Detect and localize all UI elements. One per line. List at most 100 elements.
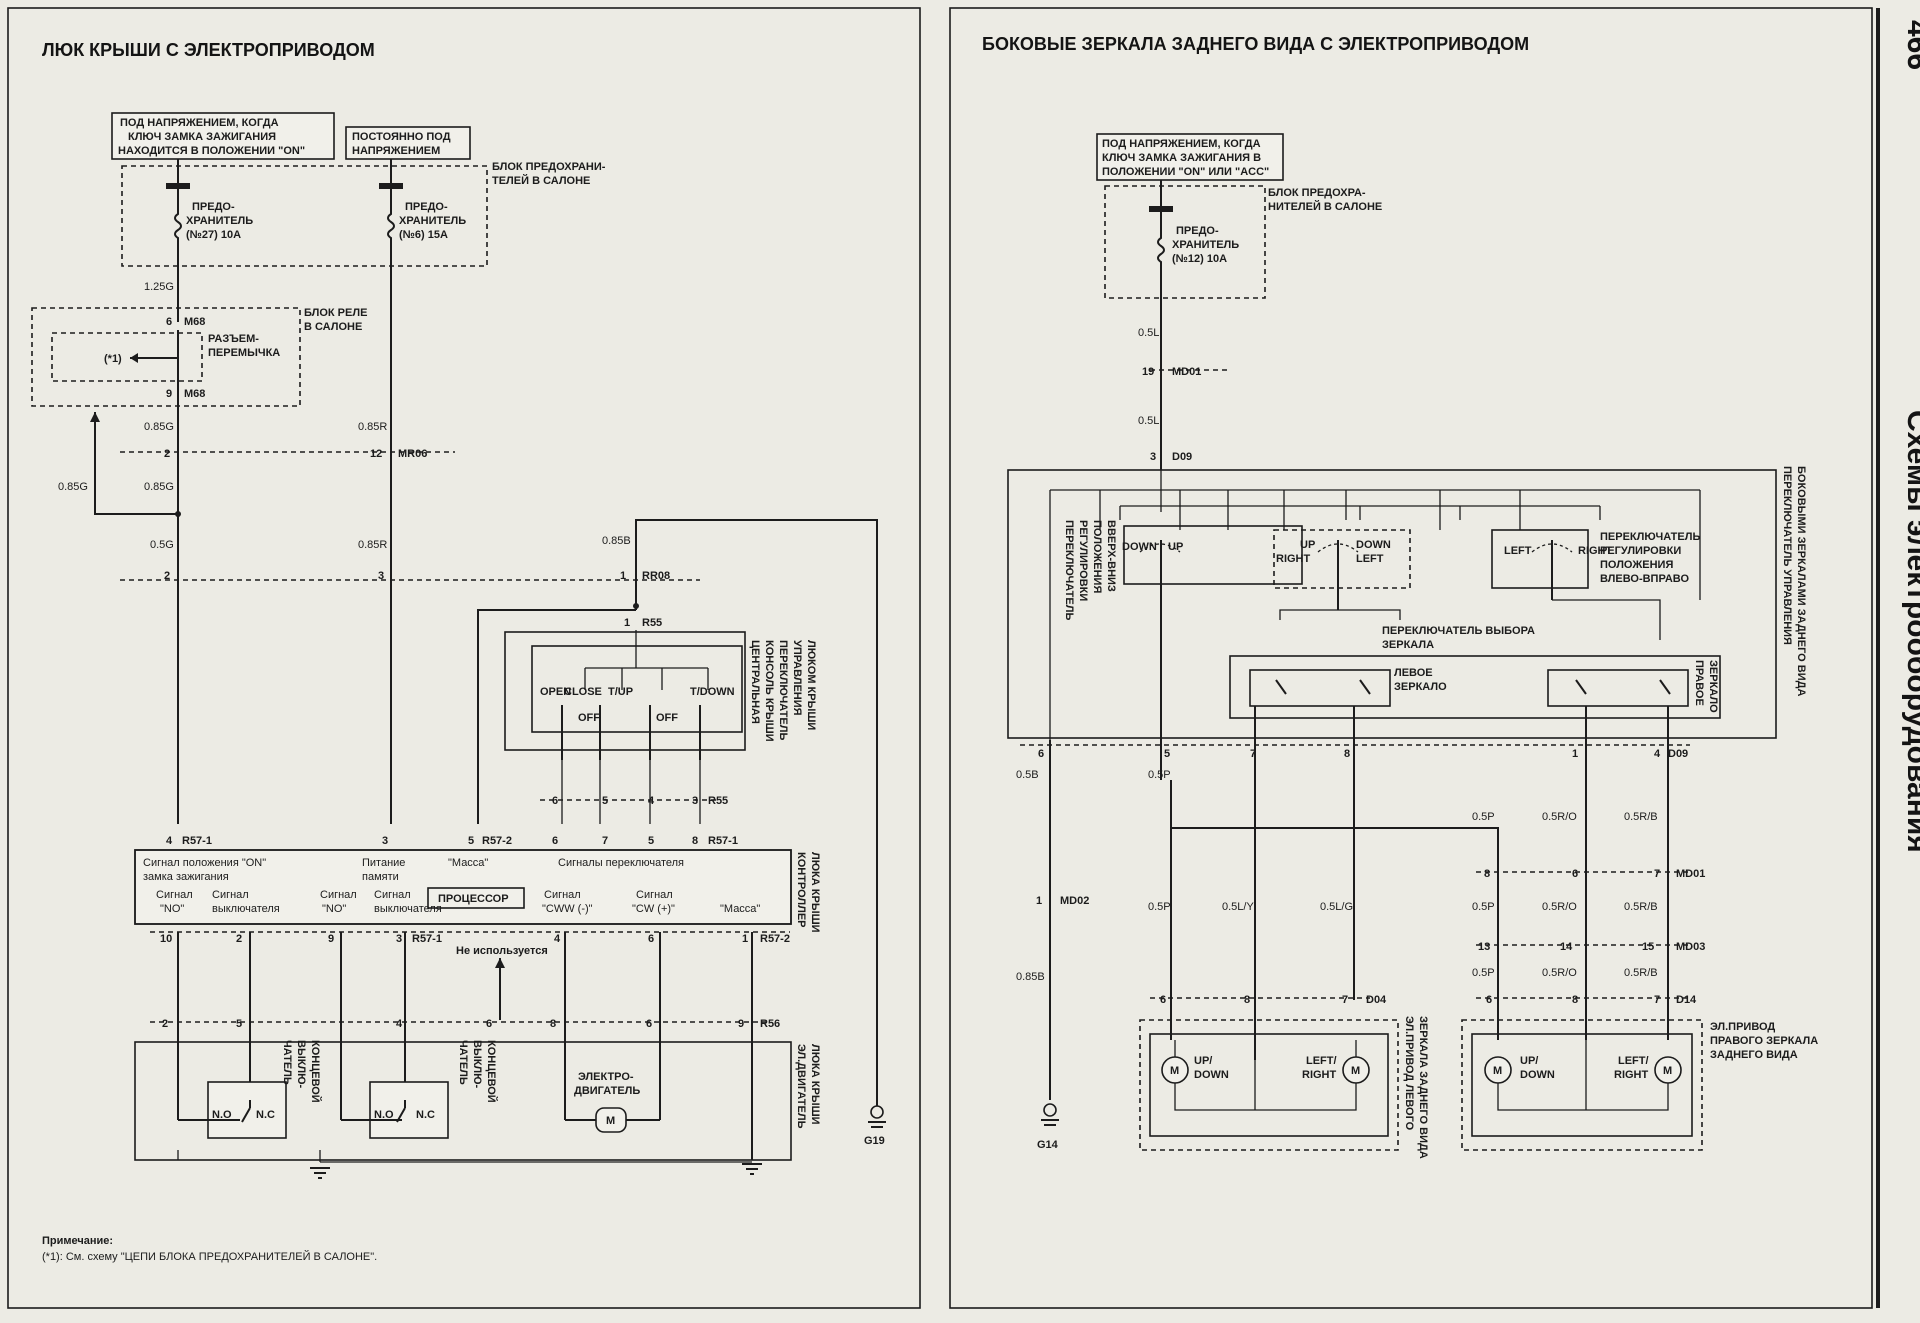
w085g-c: 0.85G — [58, 481, 88, 493]
right-mirror-select — [1547, 669, 1689, 707]
mirror-switch-assembly — [1007, 469, 1777, 739]
md01-top-pin: 19 — [1142, 366, 1154, 378]
sw-left: LEFT — [1356, 553, 1384, 565]
fuse12-l1: ПРЕДО- — [1176, 225, 1219, 237]
ctrl-label-2: ЛЮКА КРЫШИ — [809, 852, 821, 933]
power-const-line-1: ПОСТОЯННО ПОД — [352, 131, 451, 143]
junction-dot — [175, 511, 181, 517]
console-switch-box — [504, 631, 746, 751]
md01-2: 6 — [1572, 868, 1578, 880]
fuse-block-label-1: БЛОК ПРЕДОХРАНИ- — [492, 161, 606, 173]
r57-bot-b: R57-2 — [760, 933, 790, 945]
wire-branch-085g — [94, 412, 178, 515]
d09-top-name: D09 — [1172, 451, 1192, 463]
motor-label-2: ДВИГАТЕЛЬ — [574, 1085, 640, 1097]
ud-l1: ПЕРЕКЛЮЧАТЕЛЬ — [1063, 520, 1075, 620]
r55-pin-2: 5 — [602, 795, 608, 807]
out-cw-b: "CW (+)" — [632, 903, 675, 915]
processor-box — [427, 887, 525, 909]
md01-top-name: MD01 — [1172, 366, 1201, 378]
fuse6-l1: ПРЕДО- — [405, 201, 448, 213]
left-mirror-l2: ЗЕРКАЛО — [1394, 681, 1447, 693]
relay-block — [31, 307, 301, 407]
m68-bot-name: M68 — [184, 388, 205, 400]
motor-m: M — [606, 1115, 615, 1127]
fuse-12-wire — [1157, 180, 1165, 470]
relay-label-2: В САЛОНЕ — [304, 321, 362, 333]
r571-top-b: R57-1 — [708, 835, 738, 847]
sw-down: DOWN — [1122, 541, 1157, 553]
rr08-pin-b: 3 — [378, 570, 384, 582]
w05ro-1: 0.5R/O — [1542, 811, 1577, 823]
limit1-l3: ЧАТЕЛЬ — [281, 1040, 293, 1085]
power-on-line-2: КЛЮЧ ЗАМКА ЗАЖИГАНИЯ — [128, 131, 276, 143]
sunroof-controller-frame — [134, 849, 792, 925]
r56-3: 4 — [396, 1018, 403, 1030]
mr06-name: MR06 — [398, 448, 427, 460]
fuse6-l3: (№6) 15A — [399, 229, 448, 241]
lr-l1: ПЕРЕКЛЮЧАТЕЛЬ — [1600, 531, 1700, 543]
r55-pin-3: 4 — [648, 795, 655, 807]
right-mirror-actuator-inner — [1471, 1033, 1693, 1137]
d09-5: 1 — [1572, 748, 1578, 760]
bus-bar-27 — [166, 183, 190, 189]
nc-1: N.C — [256, 1109, 275, 1121]
no-1: N.O — [212, 1109, 232, 1121]
sw-close: CLOSE — [564, 686, 602, 698]
w05rb-2: 0.5R/B — [1624, 901, 1658, 913]
w05rb-1: 0.5R/B — [1624, 811, 1658, 823]
w085g-a: 0.85G — [144, 421, 174, 433]
mirror-power-l1: ПОД НАПРЯЖЕНИЕМ, КОГДА — [1102, 138, 1261, 150]
ctrl-in-6: Сигналы переключателя — [558, 857, 684, 869]
w05ro-3: 0.5R/O — [1542, 967, 1577, 979]
r57-bot-6: 6 — [648, 933, 654, 945]
ground-g19-symbol — [868, 1121, 886, 1128]
r55-pin-4: 3 — [692, 795, 698, 807]
ground-g19: G19 — [864, 1135, 885, 1147]
jumper-ref: (*1) — [104, 353, 122, 365]
arrow-up-jumper — [90, 412, 100, 422]
ud-l2: РЕГУЛИРОВКИ — [1077, 520, 1089, 601]
ground-g14-icon — [1043, 1103, 1057, 1117]
r56-7: 9 — [738, 1018, 744, 1030]
ud-switch — [1123, 525, 1303, 585]
limit-switch-2-contacts — [341, 1100, 406, 1123]
not-used-arrow — [495, 958, 505, 968]
left-panel-frame — [7, 7, 921, 1309]
mr06-pin-b: 12 — [370, 448, 382, 460]
relay-label-1: БЛОК РЕЛЕ — [304, 307, 367, 319]
r571-top-6: 5 — [648, 835, 654, 847]
r571-top-7: 8 — [692, 835, 698, 847]
sw-right2: RIGHT — [1578, 545, 1613, 557]
lr-l3: ПОЛОЖЕНИЯ — [1600, 559, 1673, 571]
r571-top-1: 4 — [166, 835, 173, 847]
bus-bar-6 — [379, 183, 403, 189]
d09-1: 6 — [1038, 748, 1044, 760]
w05p-l: 0.5P — [1148, 901, 1171, 913]
right-mirror-l2: ЗЕРКАЛО — [1707, 660, 1719, 713]
fuse-block-label-2: ТЕЛЕЙ В САЛОНЕ — [492, 174, 590, 187]
out-cww-a: Сигнал — [544, 889, 581, 901]
w05p-r2: 0.5P — [1472, 901, 1495, 913]
r56-2: 5 — [236, 1018, 242, 1030]
ud-switch-inner — [1273, 529, 1411, 589]
right-act-l1: ЭЛ.ПРИВОД — [1710, 1021, 1775, 1033]
left-act-l1: ЭЛ.ПРИВОД ЛЕВОГО — [1403, 1016, 1415, 1131]
out-sw2-a: Сигнал — [374, 889, 411, 901]
right-act-l3: ЗАДНЕГО ВИДА — [1710, 1049, 1798, 1061]
ctrl-label-1: КОНТРОЛЛЕР — [795, 852, 807, 928]
fuse-block-right — [1104, 185, 1266, 299]
fuse-block-r-l1: БЛОК ПРЕДОХРА- — [1268, 187, 1366, 199]
ctrl-in-4: памяти — [362, 871, 399, 883]
w085g-b: 0.85G — [144, 481, 174, 493]
right-act-l2: ПРАВОГО ЗЕРКАЛА — [1710, 1035, 1818, 1047]
left-lr-1: LEFT/ — [1306, 1055, 1337, 1067]
mirror-wires-2 — [1170, 1000, 1256, 1060]
left-m1: M — [1170, 1065, 1179, 1077]
fuse12-l3: (№12) 10A — [1172, 253, 1227, 265]
w05l-a: 0.5L — [1138, 327, 1159, 339]
console-label-3: ПЕРЕКЛЮЧАТЕЛЬ — [777, 640, 789, 740]
md03-row-name: MD03 — [1676, 941, 1705, 953]
switch-out-wires — [1160, 600, 1669, 780]
lr-switch — [1491, 529, 1589, 589]
